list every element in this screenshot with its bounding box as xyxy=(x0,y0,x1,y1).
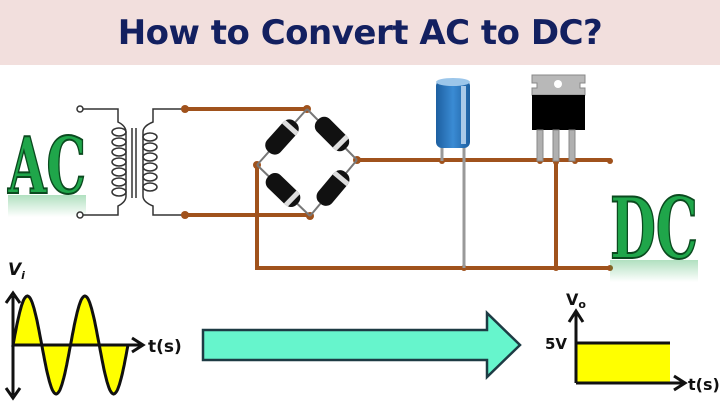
primary-lead xyxy=(83,108,127,216)
output-y-axis-arrow xyxy=(567,308,585,323)
secondary-lead xyxy=(142,108,185,216)
dc-label: DC xyxy=(609,178,699,282)
wire-ground xyxy=(255,163,612,270)
input-y-label: Vi xyxy=(8,260,25,282)
wires xyxy=(183,107,612,270)
secondary-coil xyxy=(142,132,158,192)
input-waveform-graph: Vi t(s) xyxy=(4,260,182,401)
diode-top-right xyxy=(314,116,350,152)
primary-coil xyxy=(111,127,127,197)
diode-top-left xyxy=(265,119,299,155)
diode-bottom-left xyxy=(265,172,301,208)
transformer xyxy=(76,105,185,219)
input-x-label: t(s) xyxy=(148,337,182,357)
input-x-axis-arrow xyxy=(131,336,146,354)
output-x-label: t(s) xyxy=(688,375,720,394)
output-y-label: Vo xyxy=(566,290,586,311)
ac-label: AC xyxy=(6,120,87,217)
voltage-regulator xyxy=(531,74,586,162)
page-title: How to Convert AC to DC? xyxy=(117,12,603,53)
ac-input-terminal-top xyxy=(76,105,84,113)
input-y-axis-arrows xyxy=(4,290,22,401)
ac-input-terminal-bottom xyxy=(76,211,84,219)
output-waveform-graph: Vo 5V t(s) xyxy=(545,290,720,394)
ac-reflection xyxy=(8,195,86,217)
conversion-arrow xyxy=(201,310,522,380)
capacitor xyxy=(436,78,470,268)
diode-bottom-right xyxy=(316,170,350,206)
output-x-axis-arrow xyxy=(673,374,688,392)
title-bar: How to Convert AC to DC? xyxy=(0,0,720,65)
dc-reflection xyxy=(610,260,698,282)
dc-fill-area xyxy=(576,343,670,383)
bridge-rectifier xyxy=(256,108,358,217)
output-level-label: 5V xyxy=(545,335,567,353)
